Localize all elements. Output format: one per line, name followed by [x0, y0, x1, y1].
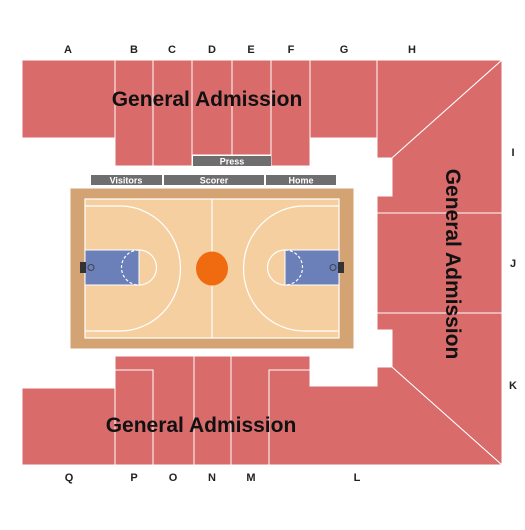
general-admission-bottom-label: General Admission — [106, 414, 297, 437]
scorer-table[interactable] — [164, 175, 264, 185]
section-label-a: A — [64, 44, 72, 56]
section-label-i: I — [511, 147, 514, 159]
section-f[interactable] — [270, 59, 311, 167]
section-l[interactable] — [268, 366, 504, 466]
section-label-f: F — [288, 44, 295, 56]
general-admission-right-label: General Admission — [441, 169, 464, 360]
section-label-d: D — [208, 44, 216, 56]
section-label-q: Q — [65, 472, 74, 484]
section-label-e: E — [247, 44, 254, 56]
visitors-label: Visitors — [110, 176, 143, 186]
visitors-bench[interactable] — [91, 175, 162, 185]
section-label-l: L — [354, 472, 361, 484]
scorer-label: Scorer — [200, 176, 229, 186]
backboard-left — [80, 262, 86, 273]
section-j[interactable] — [376, 212, 503, 314]
section-n[interactable] — [193, 355, 232, 466]
section-label-p: P — [130, 472, 137, 484]
section-label-o: O — [169, 472, 178, 484]
backboard-right — [338, 262, 344, 273]
section-q[interactable] — [21, 387, 116, 466]
home-label: Home — [288, 176, 313, 186]
three-point-arc-right — [242, 205, 339, 332]
section-label-n: N — [208, 472, 216, 484]
center-circle — [196, 251, 228, 286]
free-throw-circle-right — [266, 249, 286, 286]
section-label-m: M — [246, 472, 255, 484]
basketball-court — [69, 187, 355, 350]
hoop-right — [329, 264, 337, 271]
free-throw-circle-right-dashed — [284, 249, 304, 286]
free-throw-circle-left — [138, 249, 158, 286]
section-label-c: C — [168, 44, 176, 56]
general-admission-top-label: General Admission — [112, 88, 303, 111]
free-throw-circle-left-dashed — [120, 249, 140, 286]
section-a[interactable] — [21, 59, 116, 139]
section-label-j: J — [510, 258, 516, 270]
section-label-b: B — [130, 44, 138, 56]
hoop-left — [87, 264, 95, 271]
section-g[interactable] — [309, 59, 378, 139]
press-label: Press — [220, 157, 245, 167]
section-b[interactable] — [114, 59, 154, 167]
section-label-g: G — [340, 44, 349, 56]
section-label-k: K — [509, 380, 517, 392]
press-box[interactable] — [193, 156, 271, 166]
section-c[interactable] — [152, 59, 193, 167]
paint-right — [284, 249, 340, 286]
section-label-h: H — [408, 44, 416, 56]
home-bench[interactable] — [266, 175, 336, 185]
paint-left — [84, 249, 140, 286]
three-point-arc-left — [85, 205, 182, 332]
